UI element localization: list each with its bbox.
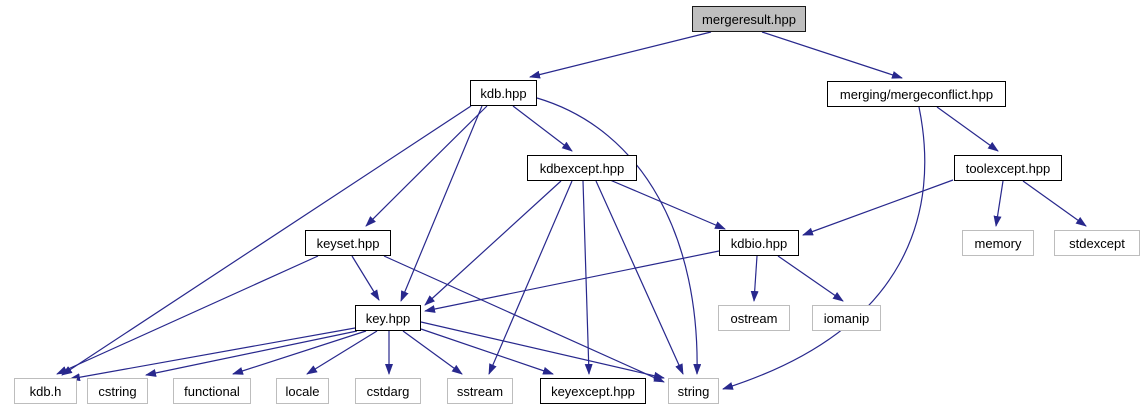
edge-key_hpp-keyexcept: [420, 328, 554, 375]
node-iomanip: iomanip: [812, 305, 881, 331]
node-cstdarg: cstdarg: [355, 378, 421, 404]
node-label: merging/mergeconflict.hpp: [839, 86, 994, 102]
edge-mergeresult-mergeconflict: [761, 31, 903, 79]
edge-kdb_hpp-kdbexcept: [512, 105, 573, 152]
edge-kdbexcept-kdbio: [609, 179, 726, 230]
node-stdexcept: stdexcept: [1054, 230, 1140, 256]
edge-toolexcept-kdbio: [802, 179, 954, 236]
edge-keyset-key_hpp: [351, 255, 380, 301]
node-label: kdbio.hpp: [730, 235, 788, 251]
node-label: ostream: [730, 310, 778, 326]
node-keyset[interactable]: keyset.hpp: [305, 230, 391, 256]
node-kdbio[interactable]: kdbio.hpp: [719, 230, 799, 256]
edge-kdbio-ostream: [750, 255, 759, 302]
node-string: string: [668, 378, 719, 404]
node-memory: memory: [962, 230, 1034, 256]
node-mergeconflict[interactable]: merging/mergeconflict.hpp: [827, 81, 1006, 107]
edge-kdbexcept-keyexcept: [582, 180, 593, 375]
node-kdbexcept[interactable]: kdbexcept.hpp: [527, 155, 637, 181]
edge-kdbexcept-key_hpp: [424, 180, 562, 306]
node-label: mergeresult.hpp: [702, 11, 796, 27]
node-cstring: cstring: [87, 378, 148, 404]
edge-kdb_hpp-kdb_h: [61, 105, 472, 376]
node-kdb_h: kdb.h: [14, 378, 77, 404]
node-label: kdbexcept.hpp: [539, 160, 625, 176]
node-label: iomanip: [823, 310, 870, 326]
edge-mergeresult-kdb_hpp: [529, 31, 712, 79]
edge-kdbexcept-sstream: [488, 180, 573, 375]
node-label: keyset.hpp: [316, 235, 380, 251]
edge-kdbio-key_hpp: [424, 250, 720, 313]
node-mergeresult: mergeresult.hpp: [692, 6, 806, 32]
edge-toolexcept-memory: [993, 180, 1004, 227]
node-label: cstdarg: [366, 383, 410, 399]
edge-key_hpp-string: [420, 321, 665, 380]
edge-keyset-string: [383, 255, 665, 383]
edge-mergeconflict-toolexcept: [936, 106, 999, 152]
node-locale: locale: [276, 378, 329, 404]
edge-kdb_hpp-key_hpp: [400, 105, 483, 302]
node-kdb_hpp[interactable]: kdb.hpp: [470, 80, 537, 106]
node-label: locale: [285, 383, 320, 399]
edge-key_hpp-locale: [306, 330, 378, 375]
edge-keyset-kdb_h: [56, 255, 319, 375]
edge-key_hpp-functional: [232, 330, 367, 375]
node-label: functional: [184, 383, 240, 399]
node-label: stdexcept: [1069, 235, 1125, 251]
edge-mergeconflict-string: [722, 106, 926, 390]
node-label: toolexcept.hpp: [965, 160, 1051, 176]
node-label: keyexcept.hpp: [551, 383, 635, 399]
node-label: key.hpp: [365, 310, 411, 326]
edge-kdb_hpp-string: [536, 97, 702, 375]
node-label: kdb.h: [29, 383, 62, 399]
node-label: string: [677, 383, 710, 399]
node-functional: functional: [173, 378, 251, 404]
edge-key_hpp-sstream: [402, 330, 463, 375]
node-key_hpp[interactable]: key.hpp: [355, 305, 421, 331]
node-label: kdb.hpp: [480, 85, 527, 101]
edge-toolexcept-stdexcept: [1022, 180, 1087, 227]
edge-key_hpp-kdb_h: [69, 327, 356, 382]
node-label: cstring: [98, 383, 137, 399]
node-label: memory: [974, 235, 1022, 251]
edge-key_hpp-cstring: [145, 330, 358, 377]
edge-kdbio-iomanip: [777, 255, 844, 302]
node-ostream: ostream: [718, 305, 790, 331]
edge-kdb_hpp-keyset: [365, 105, 488, 227]
node-label: sstream: [456, 383, 504, 399]
edge-kdbexcept-string: [595, 180, 684, 375]
node-keyexcept[interactable]: keyexcept.hpp: [540, 378, 646, 404]
node-sstream: sstream: [447, 378, 513, 404]
node-toolexcept[interactable]: toolexcept.hpp: [954, 155, 1062, 181]
